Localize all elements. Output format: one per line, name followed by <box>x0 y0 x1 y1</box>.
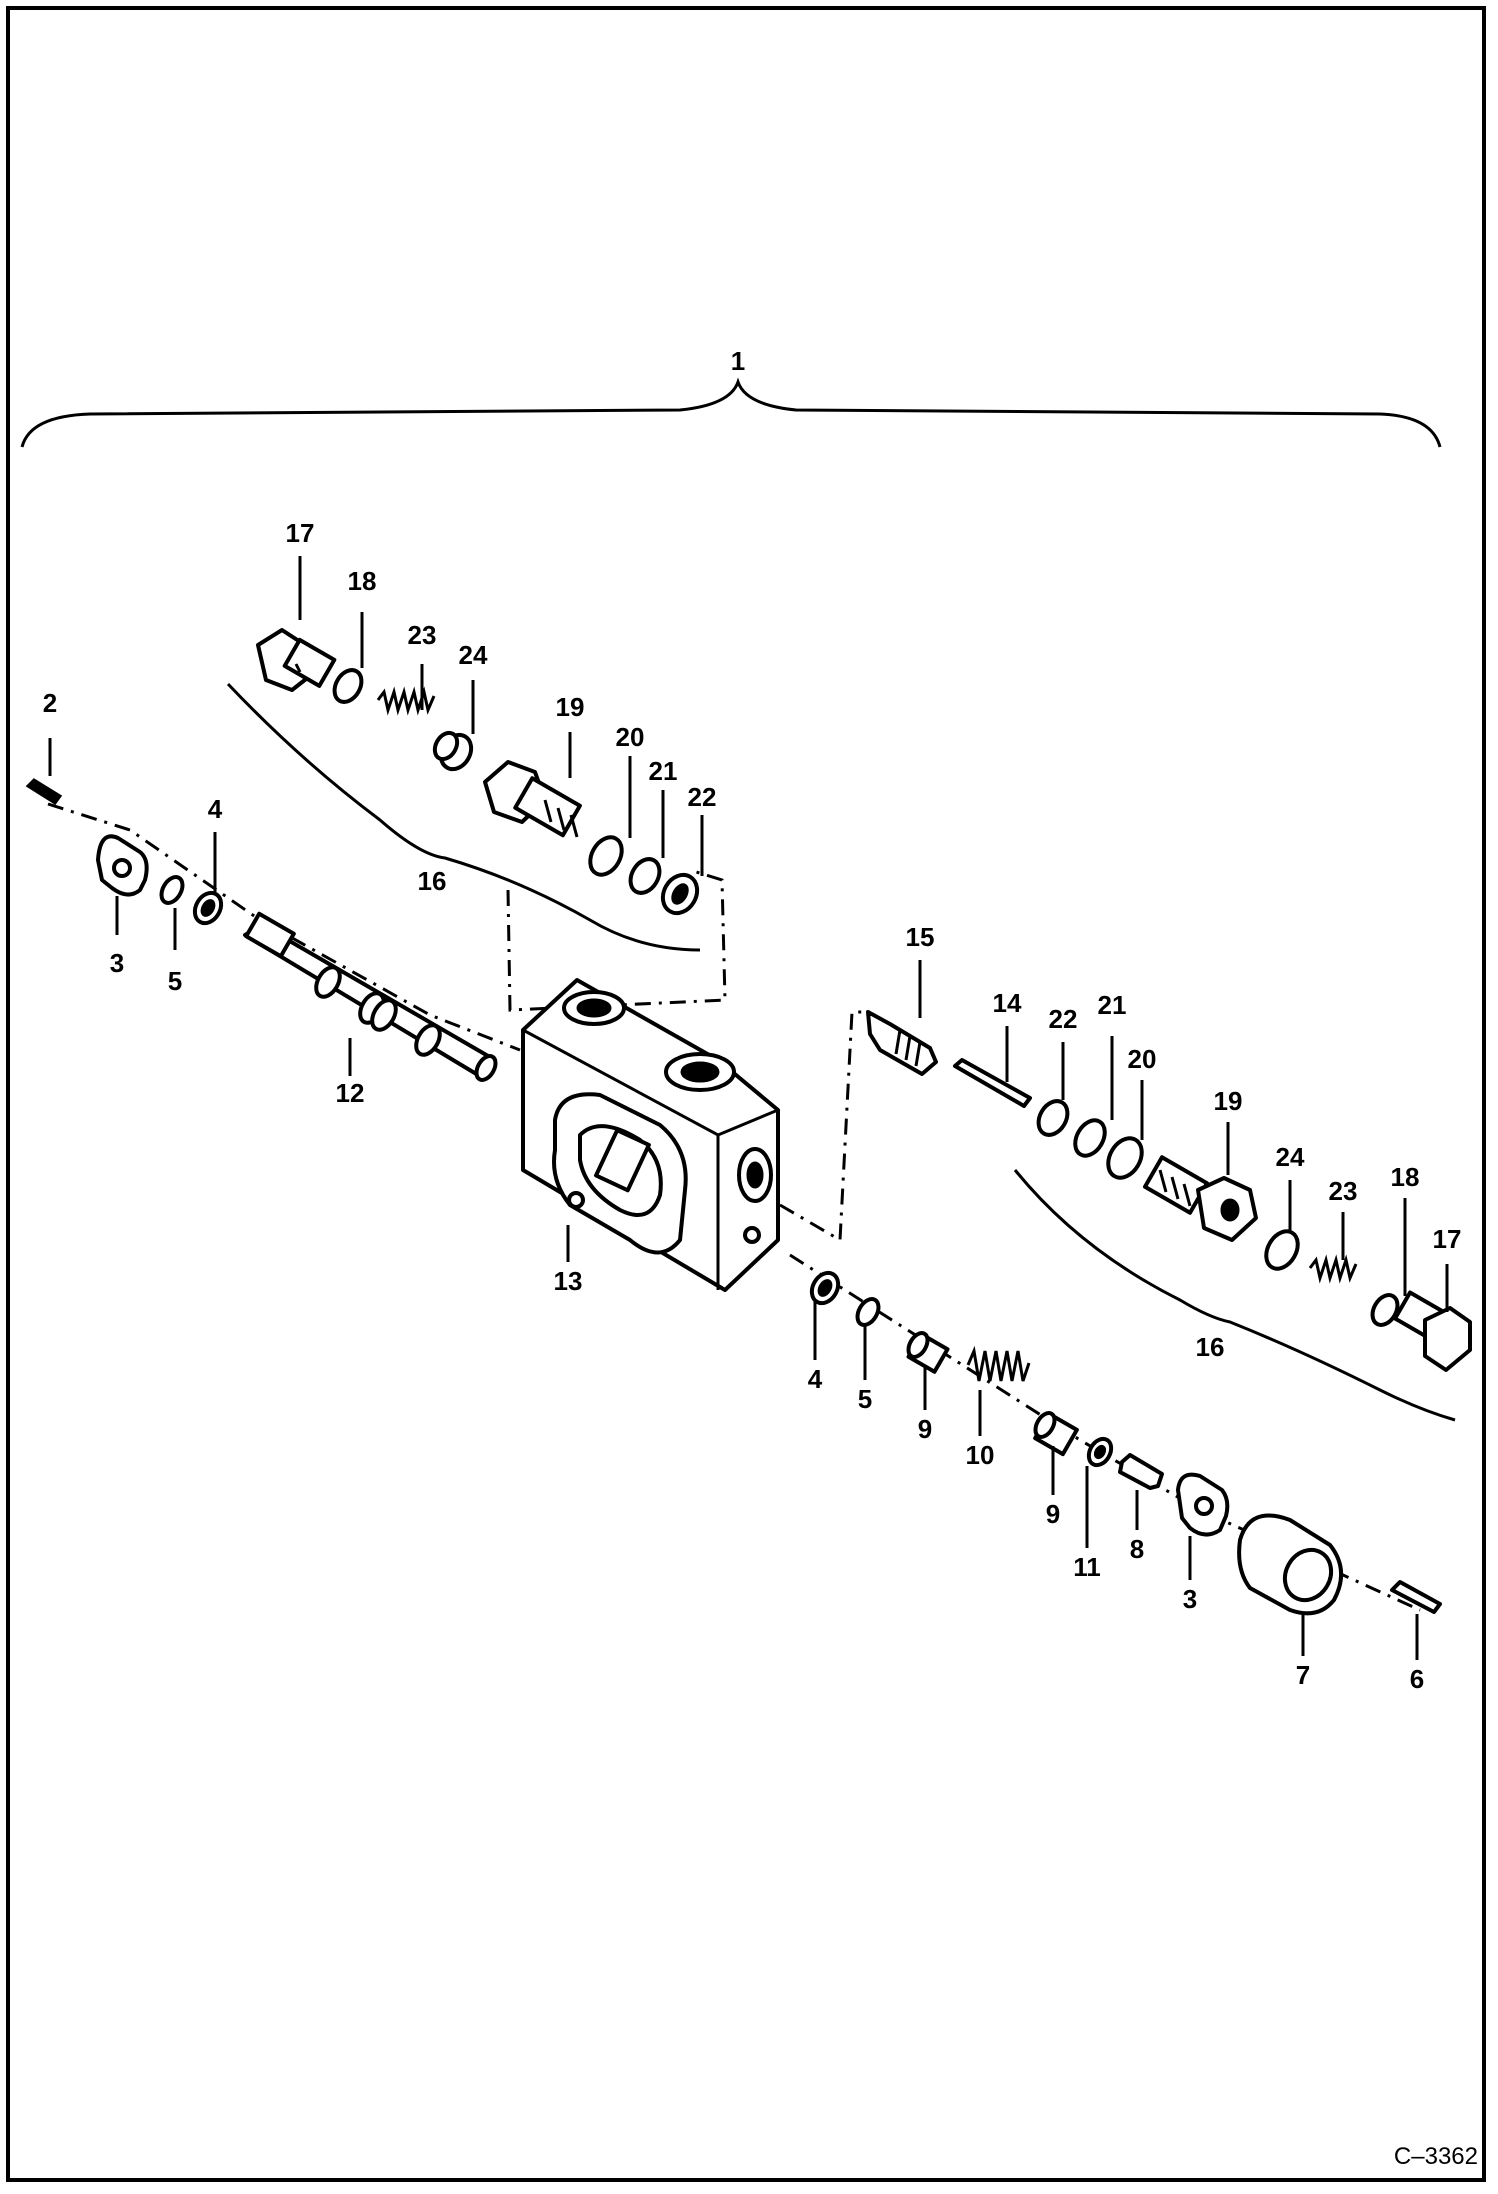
callout-6: 6 <box>1410 1664 1424 1694</box>
callout-22-lower: 22 <box>1049 1004 1078 1034</box>
seal-upper-22 <box>660 872 700 916</box>
relief-cartridge-upper-19 <box>483 760 582 838</box>
o-ring-lower-20 <box>1106 1136 1144 1180</box>
callout-16-lower: 16 <box>1196 1332 1225 1362</box>
centerline-upper-valve <box>506 868 727 1012</box>
callout-21-lower: 21 <box>1098 990 1127 1020</box>
callout-14: 14 <box>993 988 1022 1018</box>
callout-23-lower: 23 <box>1329 1176 1358 1206</box>
callout-11: 11 <box>1073 1552 1101 1582</box>
callout-5-left: 5 <box>168 966 182 996</box>
spring-10 <box>966 1345 1031 1382</box>
callout-21-upper: 21 <box>649 756 678 786</box>
backup-ring-lower-21 <box>1073 1118 1107 1158</box>
washer-11 <box>1086 1436 1114 1468</box>
spring-lower-23 <box>1308 1254 1358 1284</box>
callout-17-lower: 17 <box>1433 1224 1462 1254</box>
callout-10: 10 <box>966 1440 995 1470</box>
cap-7 <box>1237 1513 1343 1616</box>
centerline-lower-valve <box>779 1010 870 1243</box>
bolt-6 <box>1390 1580 1442 1614</box>
callout-9-a: 9 <box>918 1414 932 1444</box>
end-cap-left-3 <box>96 834 149 897</box>
pin-14 <box>953 1058 1032 1108</box>
callout-17-upper: 17 <box>286 518 315 548</box>
o-ring-upper-20 <box>588 835 624 877</box>
valve-body-13 <box>521 978 780 1292</box>
callout-9-b: 9 <box>1046 1499 1060 1529</box>
seal-lower-22 <box>1036 1099 1070 1137</box>
callout-12: 12 <box>336 1078 365 1108</box>
seal-right-5 <box>855 1297 881 1327</box>
figure-reference: C–3362 <box>1394 2143 1478 2170</box>
o-ring-lower-18 <box>1370 1293 1400 1327</box>
relief-valve-brace-upper <box>226 682 701 952</box>
callout-20-upper: 20 <box>616 722 645 752</box>
plug-upper-17 <box>256 628 337 692</box>
callout-18-upper: 18 <box>348 566 377 596</box>
spring-upper-23 <box>376 686 436 716</box>
callout-4-left: 4 <box>208 794 223 824</box>
callout-19-lower: 19 <box>1214 1086 1243 1116</box>
callout-4-right: 4 <box>808 1364 823 1394</box>
callout-24-upper: 24 <box>459 640 488 670</box>
callout-7: 7 <box>1296 1660 1310 1690</box>
callout-24-lower: 24 <box>1276 1142 1305 1172</box>
leader-lines <box>48 556 1449 1660</box>
o-ring-upper-18 <box>332 668 364 704</box>
end-cap-right-3 <box>1176 1472 1230 1537</box>
relief-cartridge-lower-19 <box>1142 1155 1258 1242</box>
callouts: 1 2 3 5 4 12 13 17 18 23 24 19 20 21 22 … <box>43 346 1462 1694</box>
callout-5-right: 5 <box>858 1384 872 1414</box>
poppet-lower-24 <box>1264 1229 1300 1271</box>
callout-19-upper: 19 <box>556 692 585 722</box>
callout-1: 1 <box>731 346 745 376</box>
bolt-8 <box>1118 1453 1164 1490</box>
callout-3-left: 3 <box>110 948 124 978</box>
backup-ring-upper-21 <box>628 857 662 895</box>
callout-3-right: 3 <box>1183 1584 1197 1614</box>
poppet-upper-24 <box>432 730 474 772</box>
callout-13: 13 <box>554 1266 583 1296</box>
spool-12 <box>243 911 498 1082</box>
bolt-2 <box>25 778 63 806</box>
spring-seat-9b <box>1033 1411 1079 1457</box>
callout-18-lower: 18 <box>1391 1162 1420 1192</box>
callout-22-upper: 22 <box>688 782 717 812</box>
spring-seat-9a <box>906 1331 950 1374</box>
callout-8: 8 <box>1130 1534 1144 1564</box>
assembly-brace <box>20 377 1442 448</box>
poppet-15 <box>866 1010 938 1076</box>
wiper-right-4 <box>809 1270 841 1306</box>
callout-15: 15 <box>906 922 935 952</box>
callout-16-upper: 16 <box>418 866 447 896</box>
callout-23-upper: 23 <box>408 620 437 650</box>
callout-20-lower: 20 <box>1128 1044 1157 1074</box>
relief-valve-brace-lower <box>1013 1169 1456 1422</box>
seal-left-5 <box>159 875 185 905</box>
wiper-left-4 <box>192 890 224 926</box>
plug-lower-17 <box>1393 1290 1472 1372</box>
callout-2: 2 <box>43 688 57 718</box>
